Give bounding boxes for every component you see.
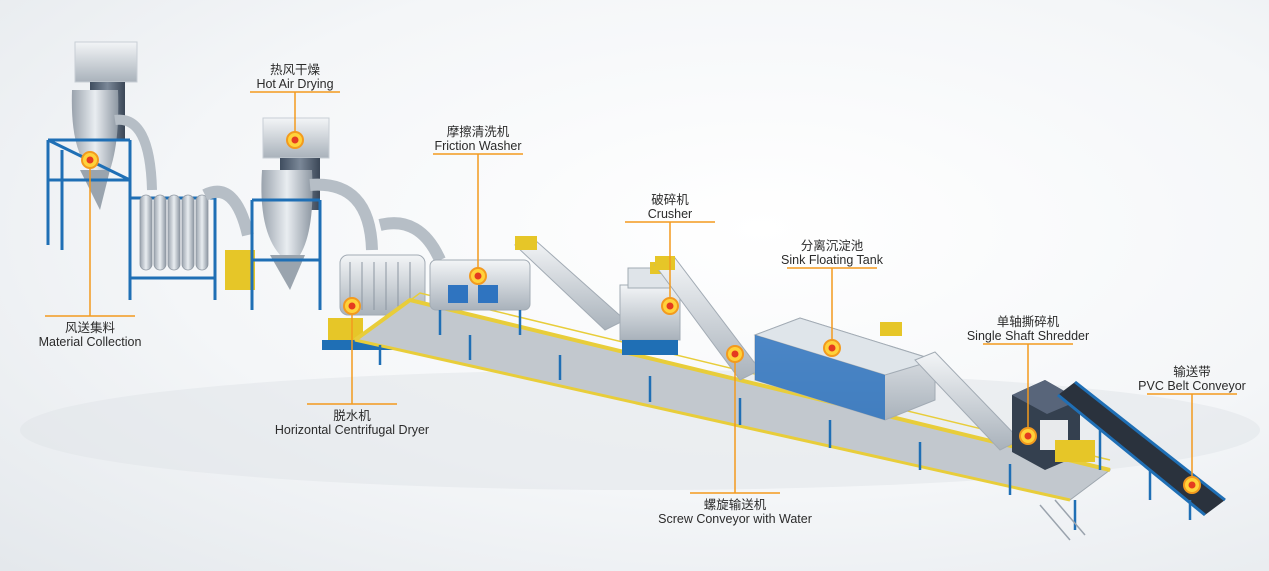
hot-air-drying-label-zh: 热风干燥 — [269, 62, 320, 77]
crusher-label-zh: 破碎机 — [651, 192, 689, 207]
horizontal-centrifugal-dryer-label-en: Horizontal Centrifugal Dryer — [274, 423, 430, 437]
material-collection-label-en: Material Collection — [38, 335, 142, 349]
hot-air-drying-unit — [250, 117, 378, 310]
horizontal-centrifugal-dryer-label-zh: 脱水机 — [333, 408, 371, 423]
pvc-belt-conveyor-label-zh: 输送带 — [1173, 364, 1211, 379]
friction-washer-label-zh: 摩擦清洗机 — [446, 124, 510, 139]
hot-air-drying-marker-dot — [291, 136, 299, 144]
friction-washer-unit — [429, 259, 531, 335]
filter-bank-unit — [128, 185, 255, 300]
screw-conveyor-with-water-marker-dot — [731, 350, 739, 358]
pvc-belt-conveyor-label-en: PVC Belt Conveyor — [1138, 379, 1246, 393]
sink-floating-tank-label-zh: 分离沉淀池 — [800, 238, 864, 253]
crusher-marker-dot — [666, 302, 674, 310]
pvc-belt-conveyor-marker-dot — [1188, 481, 1196, 489]
material-collection-label-zh: 风送集料 — [64, 320, 115, 335]
friction-washer-label-en: Friction Washer — [434, 139, 522, 153]
screw-conveyor-with-water-label-en: Screw Conveyor with Water — [658, 512, 812, 526]
single-shaft-shredder-marker-dot — [1024, 432, 1032, 440]
callouts — [45, 91, 1237, 494]
single-shaft-shredder-label-zh: 单轴撕碎机 — [996, 314, 1060, 329]
single-shaft-shredder-unit — [1012, 380, 1095, 470]
sink-floating-tank-unit — [753, 317, 937, 421]
material-collection-marker-dot — [86, 156, 94, 164]
sink-floating-tank-marker-dot — [828, 344, 836, 352]
pvc-belt-conveyor-unit — [1057, 380, 1226, 520]
material-collection-unit — [46, 41, 157, 250]
friction-washer-marker-dot — [474, 272, 482, 280]
horizontal-centrifugal-dryer-marker-dot — [348, 302, 356, 310]
screw-conveyor-1 — [513, 236, 626, 331]
screw-conveyor-with-water-label-zh: 螺旋输送机 — [703, 497, 767, 512]
sink-floating-tank-label-en: Sink Floating Tank — [781, 253, 883, 267]
single-shaft-shredder-label-en: Single Shaft Shredder — [966, 329, 1090, 343]
crusher-label-en: Crusher — [647, 207, 693, 221]
hot-air-drying-label-en: Hot Air Drying — [256, 77, 334, 91]
